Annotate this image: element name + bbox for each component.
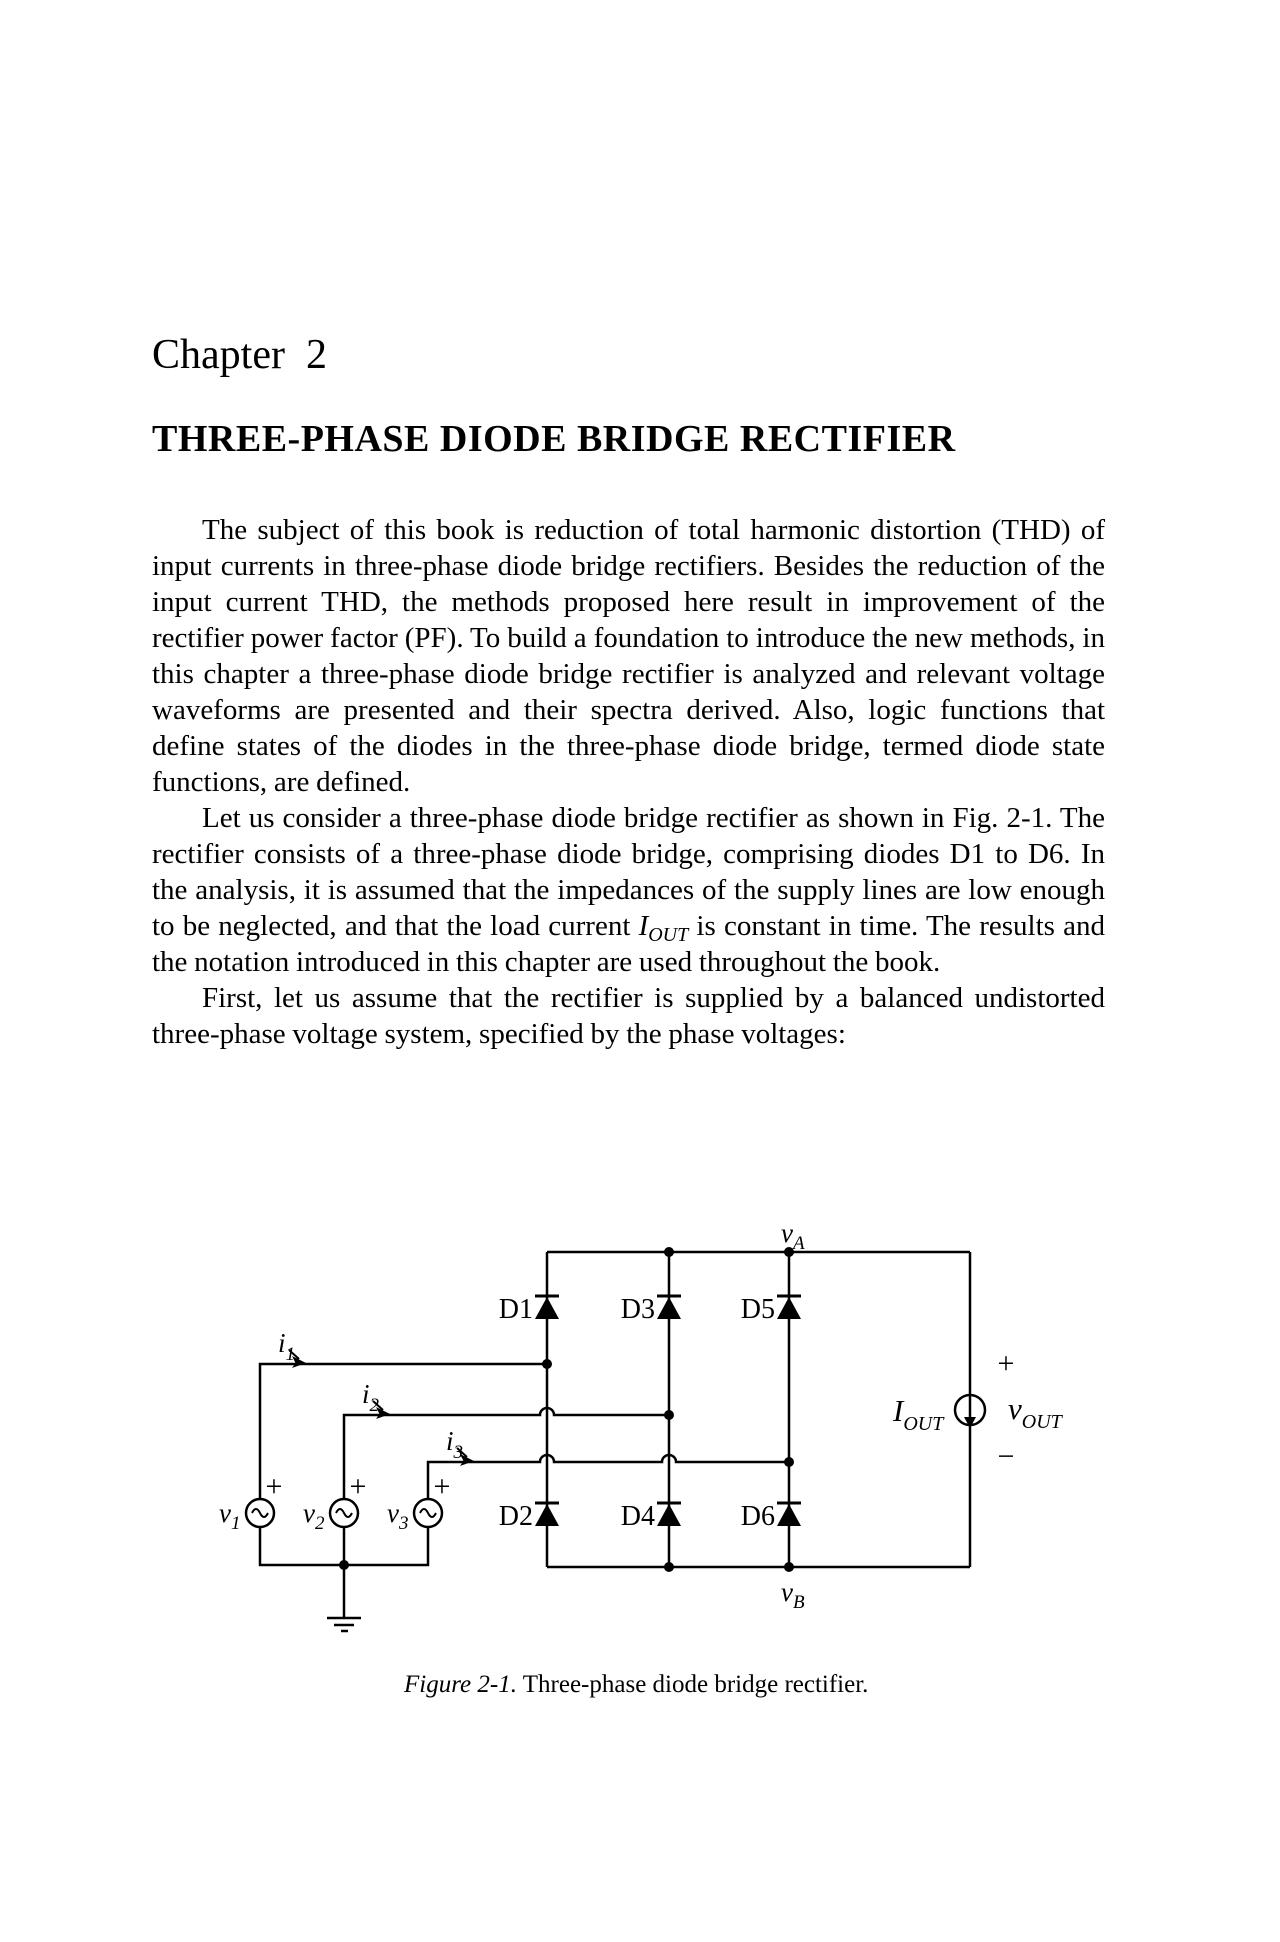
label-iout-base: I <box>892 1393 905 1428</box>
label-i2-sub: 2 <box>370 1395 380 1416</box>
label-v1-base: v <box>219 1498 231 1528</box>
label-v2-base: v <box>303 1498 315 1528</box>
label-vb-sub: B <box>793 1592 805 1613</box>
current-arrow-i1-icon <box>288 1349 306 1368</box>
wire-phase-3 <box>426 1453 789 1499</box>
label-d1: D1 <box>499 1294 533 1325</box>
label-i3-base: i <box>446 1426 454 1456</box>
label-i2-base: i <box>362 1379 370 1409</box>
junction-dot-bottom-d4 <box>664 1562 674 1572</box>
label-v3: v3 <box>387 1498 408 1534</box>
label-d5: D5 <box>741 1294 775 1325</box>
page-title: THREE-PHASE DIODE BRIDGE RECTIFIER <box>152 418 956 460</box>
junction-dot-neutral <box>339 1560 349 1570</box>
current-arrow-i2-icon <box>372 1400 390 1419</box>
label-v3-base: v <box>387 1498 399 1528</box>
paragraph-2-text-post: is constant in time. The results and the… <box>152 910 1106 978</box>
label-vb: vB <box>781 1577 805 1613</box>
label-iout-sub: OUT <box>903 1413 945 1435</box>
label-va-base: v <box>781 1218 793 1248</box>
paragraph-1: The subject of this book is reduction of… <box>152 512 1105 800</box>
paragraph-3-text: First, let us assume that the rectifier … <box>152 982 1105 1050</box>
wire-phase-2 <box>342 1406 669 1499</box>
current-source-iout-icon <box>953 1393 987 1428</box>
junction-dot-i2-d3 <box>664 1410 674 1420</box>
body-text: The subject of this book is reduction of… <box>152 512 1105 1052</box>
diode-d3-icon <box>657 1294 681 1319</box>
label-d2: D2 <box>499 1501 533 1532</box>
paragraph-3: First, let us assume that the rectifier … <box>152 980 1105 1052</box>
label-i1-sub: 1 <box>286 1344 296 1365</box>
chapter-heading: Chapter 2 <box>152 332 327 378</box>
label-vout-sub: OUT <box>1022 1411 1064 1433</box>
iout-symbol-subscript: OUT <box>648 924 689 946</box>
diode-d4-icon <box>657 1501 681 1526</box>
label-v2: v2 <box>303 1498 325 1534</box>
label-va: vA <box>781 1218 805 1254</box>
label-minus-out: − <box>998 1440 1015 1473</box>
figure-caption-text: Three-phase diode bridge rectifier. <box>516 1671 869 1698</box>
paragraph-1-text: The subject of this book is reduction of… <box>152 514 1105 798</box>
paragraph-2-text-pre: Let us consider a three-phase diode brid… <box>152 802 1105 942</box>
label-plus-out: + <box>998 1347 1015 1380</box>
junction-dot-i1-d1 <box>542 1359 552 1369</box>
label-vb-base: v <box>781 1577 793 1607</box>
label-va-sub: A <box>791 1233 805 1254</box>
diode-d5-icon <box>777 1294 801 1319</box>
label-v3-sub: 3 <box>398 1513 409 1534</box>
figure-caption-label: Figure 2-1. <box>404 1671 517 1698</box>
label-plus-v2: + <box>350 1470 367 1503</box>
diode-d1-icon <box>535 1294 559 1319</box>
label-i1-base: i <box>278 1328 286 1358</box>
iout-symbol-base: I <box>638 910 649 942</box>
label-i2: i2 <box>362 1379 380 1416</box>
diode-d6-icon <box>777 1501 801 1526</box>
label-i3: i3 <box>446 1426 463 1463</box>
label-i3-sub: 3 <box>453 1442 464 1463</box>
junction-dot-i3-d5 <box>784 1457 794 1467</box>
junction-dot-top-d5 <box>784 1247 794 1257</box>
paragraph-2: Let us consider a three-phase diode brid… <box>152 800 1105 980</box>
junction-dot-bottom-d6 <box>784 1562 794 1572</box>
label-v2-sub: 2 <box>315 1513 325 1534</box>
ac-source-v2-icon <box>328 1497 360 1529</box>
current-arrow-i3-icon <box>456 1447 474 1466</box>
label-d6: D6 <box>741 1501 775 1532</box>
junction-dot-top-d3 <box>664 1247 674 1257</box>
wire-phase-1 <box>258 1362 547 1499</box>
label-vout: vOUT <box>1008 1391 1064 1433</box>
ground-icon <box>327 1616 361 1633</box>
label-iout: IOUT <box>892 1393 945 1435</box>
label-v1-sub: 1 <box>231 1513 241 1534</box>
circuit-diagram: D1 D3 D5 D2 D4 D6 vA vB i1 i2 i3 v1 v2 v… <box>219 1218 1064 1633</box>
label-plus-v3: + <box>434 1470 451 1503</box>
label-plus-v1: + <box>266 1470 283 1503</box>
label-d4: D4 <box>621 1501 655 1532</box>
label-i1: i1 <box>278 1328 295 1365</box>
ac-source-v1-icon <box>244 1497 276 1529</box>
diode-d2-icon <box>535 1501 559 1526</box>
figure-2-1: D1 D3 D5 D2 D4 D6 vA vB i1 i2 i3 v1 v2 v… <box>195 1215 1095 1665</box>
label-d3: D3 <box>621 1294 655 1325</box>
ac-source-v3-icon <box>412 1497 444 1529</box>
figure-caption: Figure 2-1. Three-phase diode bridge rec… <box>404 1670 868 1700</box>
label-v1: v1 <box>219 1498 240 1534</box>
label-vout-base: v <box>1008 1391 1022 1426</box>
